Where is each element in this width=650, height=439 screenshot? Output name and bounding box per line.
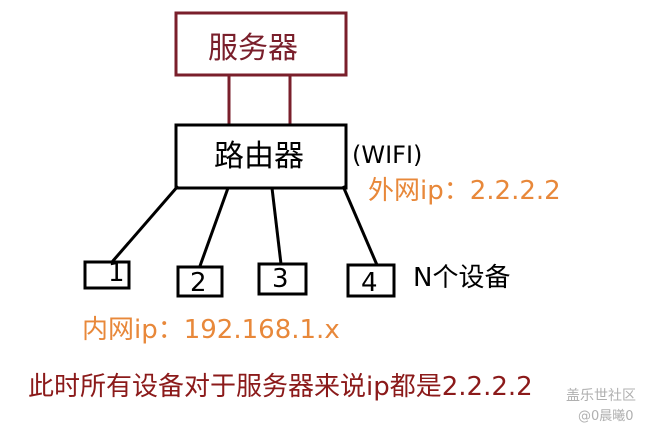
wan-ip-label: 外网ip：2.2.2.2: [368, 176, 561, 206]
server-box: [174, 11, 348, 77]
device-label-2: 2: [190, 268, 207, 298]
router-device-link-1: [110, 185, 180, 263]
server-label: 服务器: [208, 31, 298, 66]
lan-ip-label: 内网ip：192.168.1.x: [82, 315, 340, 345]
router-device-link-4: [341, 185, 379, 266]
device-box-4: [346, 263, 396, 298]
router-device-link-3: [270, 187, 283, 265]
watermark-brand: 盖乐世社区: [566, 388, 636, 404]
device-label-1: 1: [108, 258, 125, 288]
router-device-link-2: [198, 187, 230, 267]
watermark-user: @0晨曦0: [578, 409, 634, 424]
devices-count-label: N个设备: [413, 263, 511, 293]
wifi-label: (WIFI): [352, 141, 423, 169]
router-box: [174, 123, 348, 190]
device-box-1: [83, 260, 131, 290]
device-box-3: [257, 262, 308, 296]
summary-caption: 此时所有设备对于服务器来说ip都是2.2.2.2: [28, 372, 533, 402]
device-label-4: 4: [361, 268, 378, 298]
device-box-2: [176, 265, 224, 298]
router-label: 路由器: [214, 139, 304, 174]
device-label-3: 3: [272, 264, 289, 294]
